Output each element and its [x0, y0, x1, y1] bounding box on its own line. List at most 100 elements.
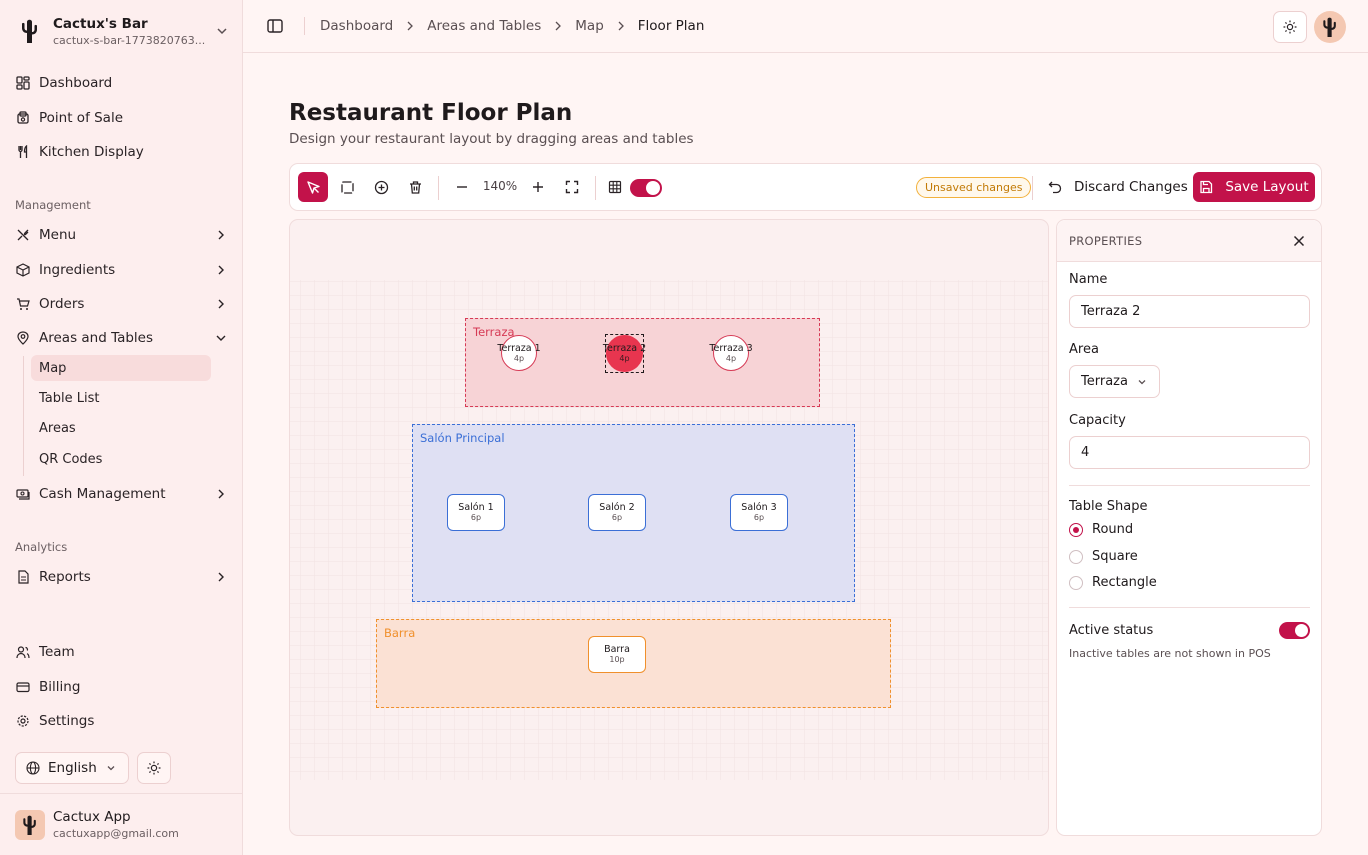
- table-shape-label: Table Shape: [1069, 499, 1148, 514]
- table-salon-3[interactable]: Salón 3 6p: [730, 494, 788, 531]
- sidebar-item-map[interactable]: Map: [31, 355, 211, 381]
- sidebar-item-qr-codes[interactable]: QR Codes: [39, 451, 103, 467]
- minus-icon: [457, 186, 467, 188]
- sidebar-item-areas[interactable]: Areas: [39, 420, 76, 436]
- nav-menu[interactable]: Menu: [15, 222, 230, 248]
- divider: [1069, 607, 1310, 608]
- sidebar-item-table-list[interactable]: Table List: [39, 390, 100, 406]
- save-icon: [1200, 180, 1213, 194]
- floor-plan-canvas[interactable]: Terraza Terraza 1 4p Terraza 2 4p Terraz…: [289, 219, 1049, 836]
- package-icon: [15, 262, 31, 278]
- nav-team[interactable]: Team: [15, 639, 230, 665]
- properties-title: PROPERTIES: [1069, 234, 1143, 248]
- nav-orders[interactable]: Orders: [15, 291, 230, 317]
- selection-outline: [605, 334, 644, 373]
- header-divider: [304, 17, 305, 35]
- pointer-icon: [306, 180, 320, 194]
- chevron-down-icon: [216, 335, 226, 341]
- shape-round-radio[interactable]: Round: [1069, 522, 1133, 537]
- discard-changes-button[interactable]: Discard Changes: [1042, 172, 1194, 202]
- workspace-switcher[interactable]: Cactux's Bar cactux-s-bar-1773820763...: [15, 12, 230, 50]
- add-area-button[interactable]: [332, 172, 362, 202]
- active-status-toggle[interactable]: [1279, 622, 1310, 639]
- globe-icon: [26, 761, 40, 775]
- header-theme-toggle-button[interactable]: [1273, 11, 1307, 43]
- nav-ingredients[interactable]: Ingredients: [15, 257, 230, 283]
- breadcrumb-floor-plan: Floor Plan: [637, 18, 705, 34]
- add-table-button[interactable]: [366, 172, 396, 202]
- zoom-in-button[interactable]: [523, 172, 553, 202]
- maximize-icon: [565, 180, 579, 194]
- nav-kitchen-display[interactable]: Kitchen Display: [15, 139, 230, 165]
- sidebar-toggle-icon[interactable]: [266, 17, 284, 35]
- nav-settings[interactable]: Settings: [15, 708, 230, 734]
- map-pin-icon: [15, 330, 31, 346]
- grid-toggle[interactable]: [630, 179, 662, 197]
- trash-icon: [409, 180, 421, 194]
- breadcrumb-dashboard[interactable]: Dashboard: [320, 18, 394, 34]
- language-select[interactable]: English: [15, 752, 129, 784]
- cart-icon: [15, 296, 31, 312]
- shape-square-radio[interactable]: Square: [1069, 549, 1138, 564]
- grid-icon: [600, 172, 630, 202]
- header-avatar[interactable]: [1314, 11, 1346, 43]
- file-icon: [15, 569, 31, 585]
- save-layout-button[interactable]: Save Layout: [1193, 172, 1315, 202]
- plus-circle-icon: [374, 180, 388, 194]
- dashboard-icon: [15, 75, 31, 91]
- nav-billing[interactable]: Billing: [15, 674, 230, 700]
- fit-screen-button[interactable]: [557, 172, 587, 202]
- delete-button[interactable]: [400, 172, 430, 202]
- radio-indicator: [1069, 522, 1083, 537]
- table-barra[interactable]: Barra 10p: [588, 636, 646, 673]
- nav-dashboard[interactable]: Dashboard: [15, 70, 230, 96]
- name-input[interactable]: Terraza 2: [1069, 295, 1310, 328]
- capacity-input[interactable]: 4: [1069, 436, 1310, 469]
- table-terraza-2-selected[interactable]: Terraza 2 4p: [603, 335, 646, 372]
- submenu-guide: [23, 356, 24, 476]
- breadcrumb-areas-and-tables[interactable]: Areas and Tables: [427, 18, 542, 34]
- nav-areas-and-tables[interactable]: Areas and Tables: [15, 325, 230, 351]
- sidebar: Cactux's Bar cactux-s-bar-1773820763... …: [0, 0, 243, 855]
- unsaved-badge: Unsaved changes: [916, 177, 1032, 198]
- name-label: Name: [1069, 272, 1108, 287]
- chevron-right-icon: [218, 572, 224, 582]
- active-status-hint: Inactive tables are not shown in POS: [1069, 647, 1271, 660]
- card-icon: [15, 679, 31, 695]
- close-icon[interactable]: [1291, 233, 1307, 249]
- table-terraza-1[interactable]: Terraza 1 4p: [497, 335, 541, 371]
- zoom-out-button[interactable]: [447, 172, 477, 202]
- table-salon-1[interactable]: Salón 1 6p: [447, 494, 505, 531]
- chevron-right-icon: [555, 21, 562, 31]
- plus-icon: [533, 182, 543, 192]
- pos-icon: [15, 110, 31, 126]
- breadcrumb-map[interactable]: Map: [575, 18, 604, 34]
- radio-indicator: [1069, 549, 1083, 564]
- user-menu[interactable]: Cactux App cactuxapp@gmail.com: [0, 793, 243, 855]
- area-select[interactable]: Terraza: [1069, 365, 1160, 398]
- table-salon-2[interactable]: Salón 2 6p: [588, 494, 646, 531]
- nav-cash-management[interactable]: Cash Management: [15, 481, 230, 507]
- nav-reports[interactable]: Reports: [15, 564, 230, 590]
- table-terraza-3[interactable]: Terraza 3 4p: [709, 335, 753, 371]
- floor-plan-toolbar: 140% Unsaved changes Discard Changes Sav…: [289, 163, 1322, 211]
- chevron-down-icon: [217, 28, 227, 35]
- capacity-label: Capacity: [1069, 413, 1126, 428]
- shape-rectangle-radio[interactable]: Rectangle: [1069, 575, 1157, 590]
- chevron-down-icon: [1138, 379, 1146, 384]
- area-label: Salón Principal: [420, 431, 505, 445]
- section-management: Management: [15, 198, 91, 212]
- toolbar-divider: [595, 176, 596, 200]
- workspace-name: Cactux's Bar: [53, 15, 148, 32]
- area-label: Terraza: [473, 325, 515, 339]
- avatar: [15, 809, 45, 840]
- area-label: Barra: [384, 626, 416, 640]
- theme-toggle-button[interactable]: [137, 752, 171, 784]
- chevron-right-icon: [218, 230, 224, 240]
- nav-point-of-sale[interactable]: Point of Sale: [15, 105, 230, 131]
- undo-icon: [1048, 181, 1062, 194]
- workspace-slug: cactux-s-bar-1773820763...: [53, 33, 206, 47]
- select-tool-button[interactable]: [298, 172, 328, 202]
- user-email: cactuxapp@gmail.com: [53, 827, 179, 840]
- user-name: Cactux App: [53, 809, 131, 825]
